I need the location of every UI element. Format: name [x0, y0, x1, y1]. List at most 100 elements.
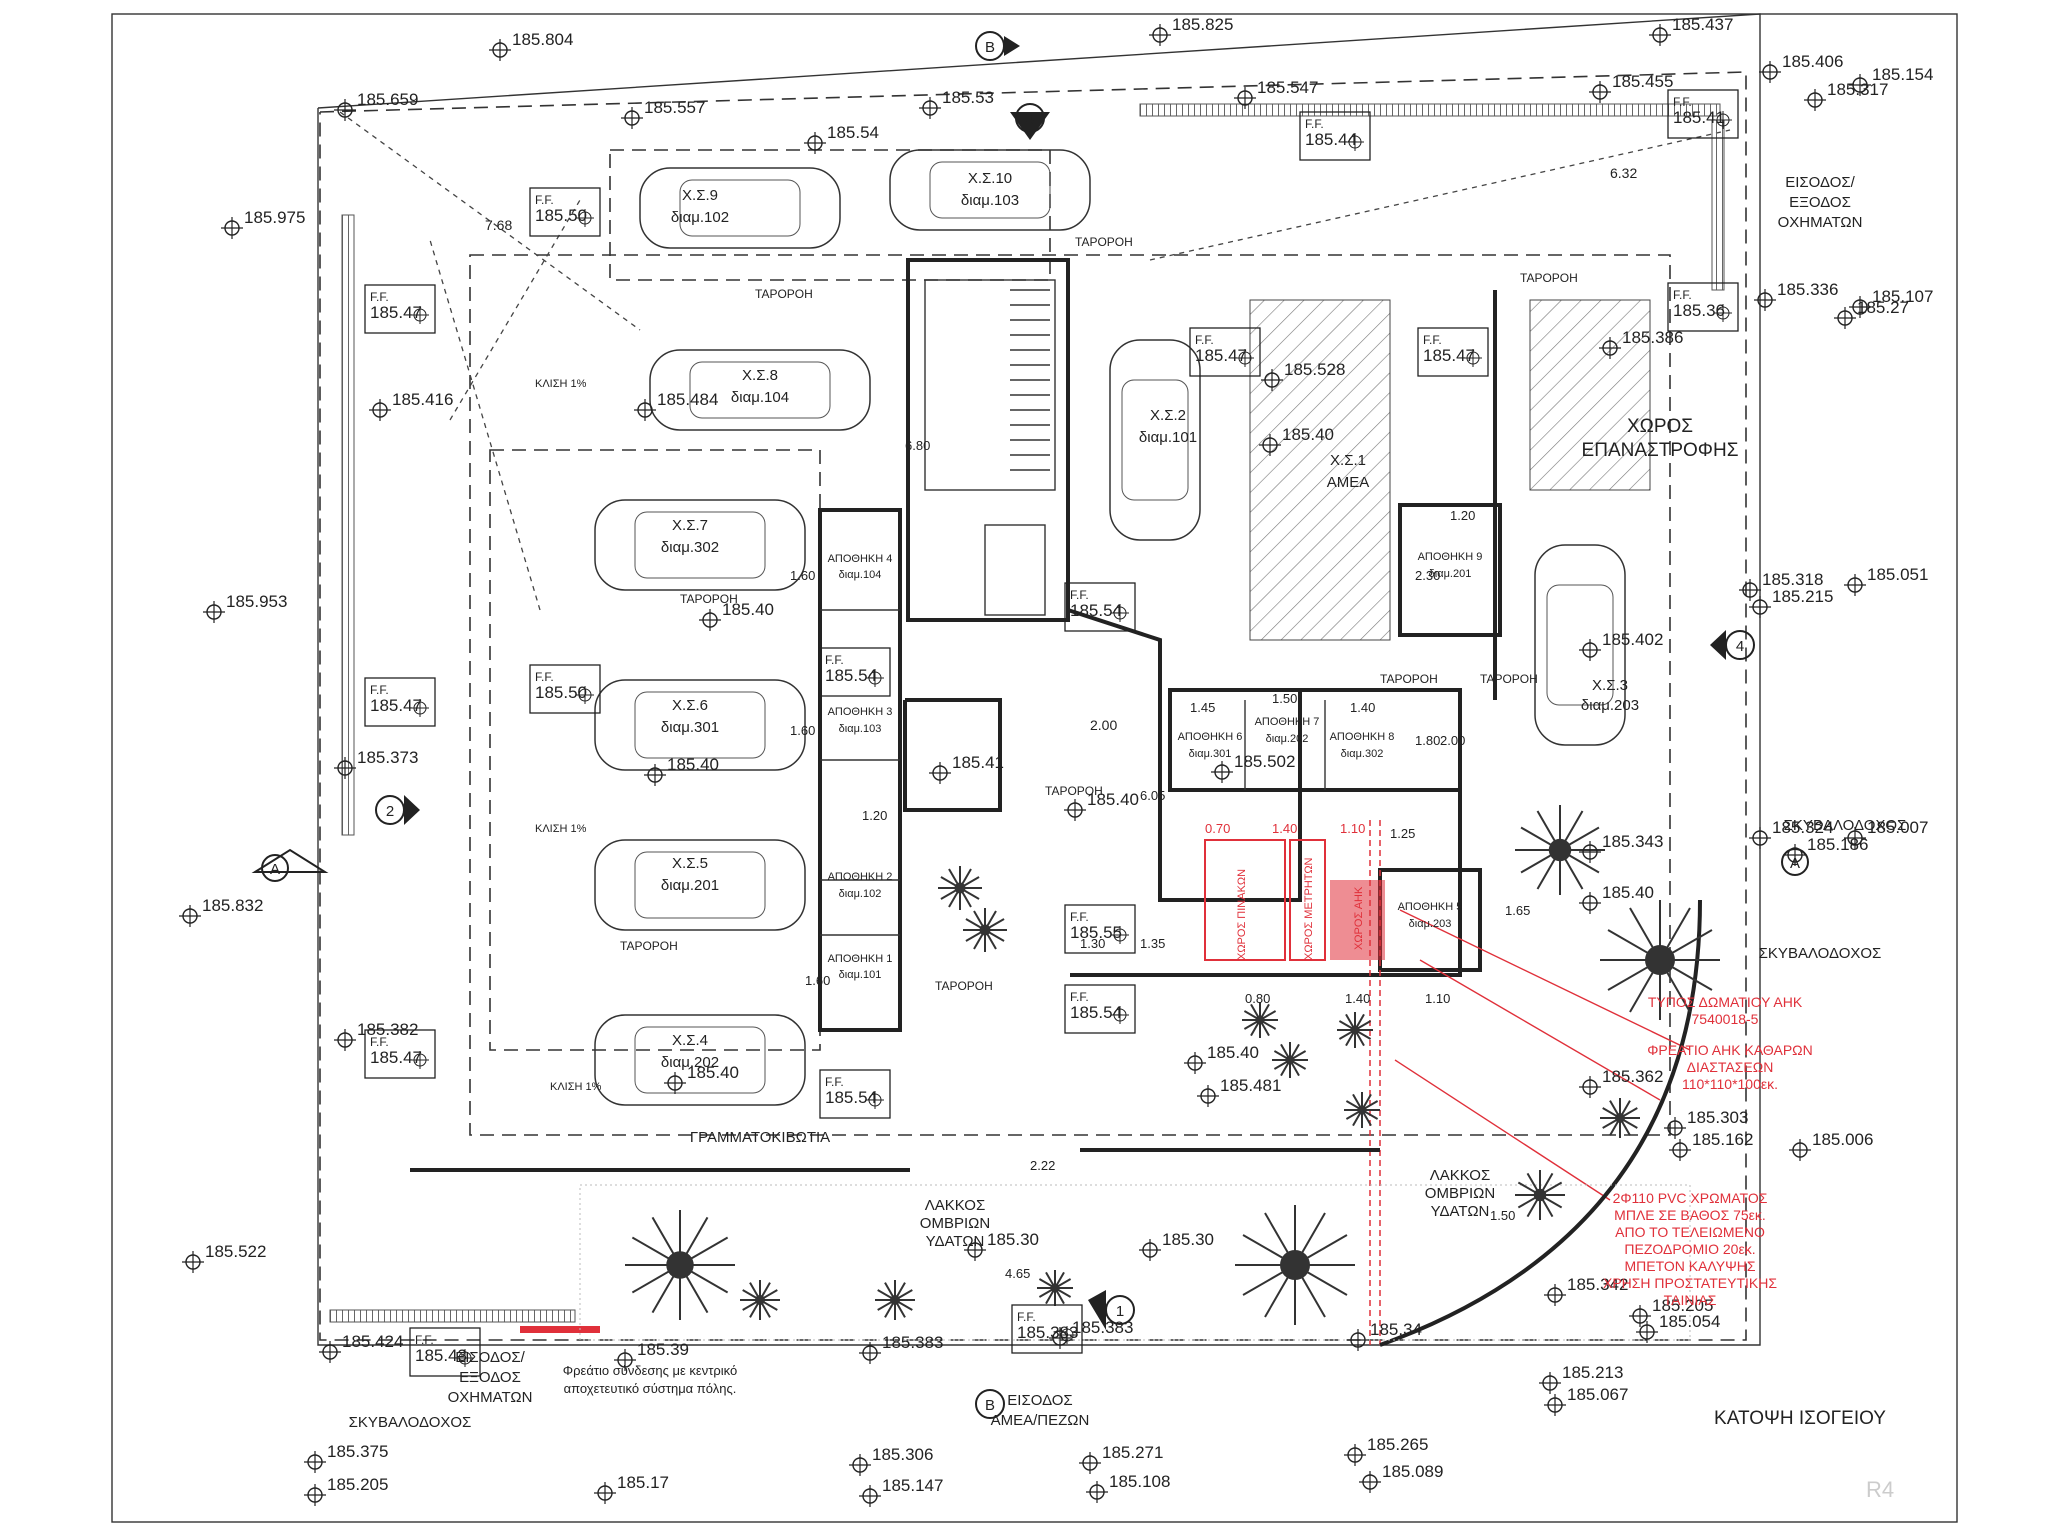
level-mark: 185.383	[859, 1333, 943, 1364]
dimensions: 7.68 6.32 6.80 1.60 1.60 1.20 1.60 2.00 …	[485, 165, 1637, 1281]
level-value: 185.362	[1602, 1067, 1663, 1086]
slope-2: ΚΛΙΣΗ 1%	[535, 823, 587, 835]
ff-value: 185.47	[370, 1048, 422, 1067]
leader-room	[1399, 909, 1691, 1051]
level-value: 185.107	[1872, 287, 1933, 306]
ff-mark: F.F.185.47	[364, 1029, 436, 1079]
level-mark: 185.343	[1579, 832, 1663, 863]
dim-1-40-red: 1.40	[1272, 821, 1297, 836]
level-value: 185.832	[202, 896, 263, 915]
parking-9-apt: διαμ.102	[671, 209, 729, 226]
ff-prefix: F.F.	[535, 193, 554, 207]
level-mark: 185.051	[1844, 565, 1928, 596]
level-mark: 185.342	[1544, 1275, 1628, 1306]
ff-prefix: F.F.	[1070, 910, 1089, 924]
level-value: 185.186	[1807, 835, 1868, 854]
rain-pit-2b: ΟΜΒΡΙΩΝ	[1425, 1185, 1495, 1202]
parking-7-apt: διαμ.302	[661, 539, 719, 556]
taporoh-1: ΤΑΡΟΡΟΗ	[755, 287, 813, 301]
level-mark: 185.107	[1849, 287, 1933, 318]
level-value: 185.53	[942, 88, 994, 107]
vehicle-entry-left-1: ΕΙΣΟΔΟΣ/	[455, 1349, 525, 1366]
ff-value: 185.54	[1070, 601, 1122, 620]
level-value: 185.162	[1692, 1130, 1753, 1149]
level-value: 185.40	[1087, 790, 1139, 809]
dim-1-10: 1.10	[1425, 991, 1450, 1006]
dim-1-10-red: 1.10	[1340, 821, 1365, 836]
level-value: 185.402	[1602, 630, 1663, 649]
red-connection	[520, 1326, 600, 1333]
room-aik: ΧΩΡΟΣ ΑΗΚ	[1353, 886, 1365, 950]
section-b-top: B	[985, 39, 995, 56]
taporoh-9: ΤΑΡΟΡΟΗ	[1480, 672, 1538, 686]
level-mark: 185.502	[1211, 752, 1295, 783]
taporoh-5: ΤΑΡΟΡΟΗ	[620, 939, 678, 953]
manhole-3: 110*110*100εκ.	[1682, 1076, 1778, 1092]
parking-2: Χ.Σ.2	[1150, 407, 1186, 424]
level-value: 185.40	[722, 600, 774, 619]
level-mark: 185.528	[1261, 360, 1345, 391]
level-mark: 185.953	[203, 592, 287, 623]
level-mark: 185.975	[221, 208, 305, 239]
dim-7-68: 7.68	[485, 217, 512, 233]
level-value: 185.547	[1257, 78, 1318, 97]
level-value: 185.375	[327, 1442, 388, 1461]
tree-symbol	[1600, 1098, 1640, 1138]
level-mark: 185.27	[1834, 298, 1909, 329]
dim-1-60-a: 1.60	[790, 568, 815, 583]
ff-prefix: F.F.	[1673, 95, 1692, 109]
aik-rooms	[1204, 820, 1385, 1345]
slope-1: ΚΛΙΣΗ 1%	[535, 378, 587, 390]
storage-5-label: ΑΠΟΘΗΚΗ 5	[1398, 901, 1463, 913]
level-value: 185.147	[882, 1476, 943, 1495]
dim-0-70: 0.70	[1205, 821, 1230, 836]
level-mark: 185.30	[1139, 1230, 1214, 1261]
level-value: 185.17	[617, 1473, 669, 1492]
dim-1-20-b: 1.20	[1450, 508, 1475, 523]
ff-mark: F.F.185.54	[819, 647, 891, 697]
level-mark: 185.424	[319, 1332, 403, 1363]
room-type-1: ΤΥΠΟΣ ΔΩΜΑΤΙΟΥ ΑΗΚ	[1648, 994, 1803, 1010]
level-mark: 185.213	[1539, 1363, 1623, 1394]
tree-symbol	[625, 1210, 735, 1320]
level-mark: 185.416	[369, 390, 453, 421]
level-value: 185.502	[1234, 752, 1295, 771]
storage-9-label: ΑΠΟΘΗΚΗ 9	[1418, 551, 1483, 563]
level-mark: 185.154	[1849, 65, 1933, 96]
parking-4: Χ.Σ.4	[672, 1032, 708, 1049]
parking-8: Χ.Σ.8	[742, 367, 778, 384]
drawing-title: ΚΑΤΟΨΗ ΙΣΟΓΕΙΟΥ	[1714, 1408, 1886, 1429]
ff-mark: F.F.185.54	[1064, 582, 1136, 632]
trees	[625, 805, 1720, 1325]
rain-pit-2c: ΥΔΑΤΩΝ	[1431, 1203, 1490, 1220]
level-mark: 185.186	[1784, 835, 1868, 866]
stair-core	[906, 258, 1070, 622]
level-mark: 185.406	[1759, 52, 1843, 83]
top-fence	[1139, 103, 1721, 117]
level-mark: 185.547	[1234, 78, 1318, 109]
dim-4-65: 4.65	[1005, 1266, 1030, 1281]
level-mark: 185.402	[1579, 630, 1663, 661]
taporoh-7: ΤΑΡΟΡΟΗ	[1520, 271, 1578, 285]
parking-6: Χ.Σ.6	[672, 697, 708, 714]
level-value: 185.373	[357, 748, 418, 767]
level-mark: 185.386	[1599, 328, 1683, 359]
section-a-left: A	[270, 861, 280, 878]
parking-10-apt: διαμ.103	[961, 192, 1019, 209]
tree-symbol	[1242, 1002, 1278, 1038]
level-mark: 185.067	[1544, 1385, 1628, 1416]
level-value: 185.306	[872, 1445, 933, 1464]
small-core	[903, 698, 1002, 812]
storage-4-apt: διαμ.104	[839, 569, 882, 581]
diagonal-line-1	[339, 111, 641, 331]
dim-1-65: 1.65	[1505, 903, 1530, 918]
storage-block-left	[818, 508, 902, 1032]
ff-value: 185.44	[1305, 130, 1357, 149]
ff-value: 185.47	[370, 303, 422, 322]
ff-value: 185.50	[535, 206, 587, 225]
level-mark: 185.147	[859, 1476, 943, 1507]
level-mark: 185.40	[1259, 425, 1334, 456]
vehicle-entry-right-3: ΟΧΗΜΑΤΩΝ	[1778, 214, 1863, 231]
level-value: 185.383	[1072, 1318, 1133, 1337]
ff-value: 185.54	[825, 666, 877, 685]
